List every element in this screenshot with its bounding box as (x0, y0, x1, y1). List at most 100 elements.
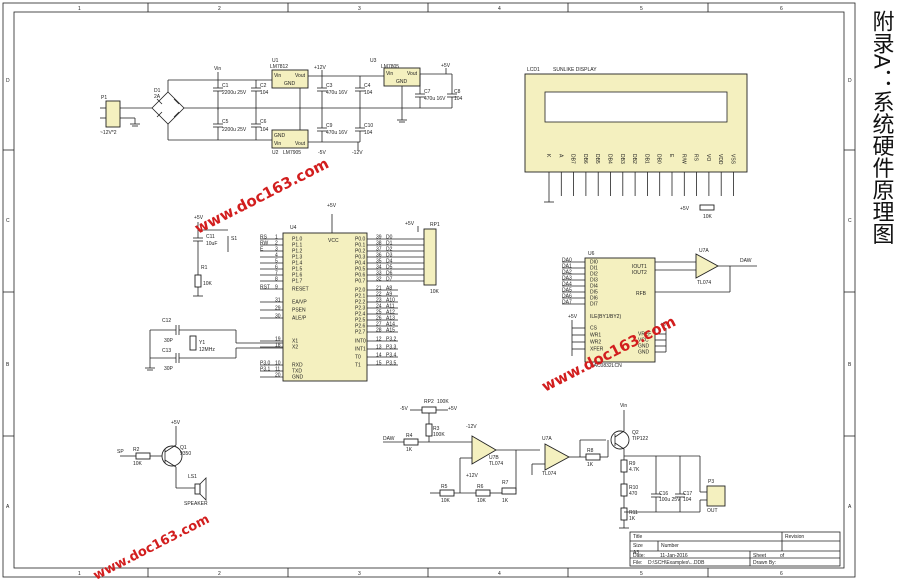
mcu-pin-name: X1 (292, 339, 298, 345)
svg-text:Revision: Revision (785, 534, 804, 540)
mcu-pin-net: D5 (386, 265, 393, 271)
lcd-pin-label: VDD (717, 154, 723, 165)
svg-text:1K: 1K (406, 447, 413, 453)
dac-pin-name: WR2 (590, 340, 601, 346)
mcu-pin-number: 4 (275, 253, 278, 259)
svg-text:Size: Size (633, 543, 643, 549)
dac-pin-net: DA3 (562, 276, 572, 282)
resistor-pack-rp1 (423, 228, 437, 286)
mcu-pin-number: 38 (376, 241, 382, 247)
mcu-pin-number: 28 (376, 328, 382, 334)
svg-text:RP1: RP1 (430, 222, 440, 228)
mcu-pin-number: 2 (275, 241, 278, 247)
lcd-pin-label: A (557, 154, 563, 158)
mcu-pin-number: 37 (376, 247, 382, 253)
mcu-pin-name: P1.1 (292, 243, 303, 249)
mcu-pin-name: X2 (292, 345, 298, 351)
mcu-pin-name: P0.4 (355, 261, 366, 267)
svg-text:30P: 30P (164, 366, 174, 372)
lcd-pin-label: DB4 (607, 154, 613, 164)
frame-col-number: 2 (218, 6, 221, 12)
mcu-pin-name: INT0 (355, 339, 366, 345)
dac-pin-name: GND (638, 344, 650, 350)
mcu-pin-net: D7 (386, 277, 393, 283)
mcu-pin-number: 11 (275, 367, 280, 373)
svg-text:1K: 1K (502, 498, 509, 504)
svg-text:of: of (780, 553, 785, 559)
svg-text:SUNLIKE DISPLAY: SUNLIKE DISPLAY (553, 67, 597, 73)
mcu-pin-number: 39 (376, 235, 382, 241)
svg-text:U7A: U7A (542, 436, 552, 442)
svg-text:U7B: U7B (489, 455, 499, 461)
mcu-pin-name: ALE/P (292, 316, 307, 322)
frame-col-number: 6 (780, 6, 783, 12)
svg-text:DAC0832LCN: DAC0832LCN (590, 363, 622, 369)
dac-u6 (584, 257, 656, 363)
mcu-pin-number: 34 (376, 265, 382, 271)
svg-text:10K: 10K (203, 281, 213, 287)
svg-text:C2: C2 (260, 83, 267, 89)
mcu-pin-number: 23 (376, 298, 382, 304)
mcu-pin-net: A13 (386, 316, 395, 322)
svg-text:U1: U1 (272, 58, 279, 64)
lcd-pin-label: RS (693, 154, 699, 162)
mcu-pin-number: 35 (376, 259, 382, 265)
mcu-pin-name: P1.2 (292, 249, 303, 255)
mcu-pin-name: RXD (292, 363, 303, 369)
resistor-r5 (439, 489, 455, 497)
mcu-pin-name: P2.2 (355, 300, 366, 306)
analog-section: -5V RP2 100K +5V R3 100K DAW R4 1K U7B T… (383, 399, 726, 529)
mcu-pin-net: A14 (386, 322, 395, 328)
svg-text:R3: R3 (433, 426, 440, 432)
svg-text:104: 104 (364, 90, 373, 96)
dac-pin-net: DA5 (562, 288, 572, 294)
svg-text:100K: 100K (433, 432, 445, 438)
mcu-pin-name: P1.0 (292, 237, 303, 243)
svg-text:470u 16V: 470u 16V (326, 90, 348, 96)
mcu-pin-name: P2.4 (355, 312, 366, 318)
frame-col-number: 6 (780, 571, 783, 577)
lcd-pin-label: DB7 (570, 154, 576, 164)
svg-text:12MHz: 12MHz (199, 347, 215, 353)
mcu-pin-number: 12 (376, 337, 382, 343)
mcu-pin-net: D4 (386, 259, 393, 265)
svg-text:+5V: +5V (568, 314, 578, 320)
svg-text:100K: 100K (437, 399, 449, 405)
connector-p1-ref: P1 (101, 95, 107, 101)
frame-col-number: 4 (498, 6, 501, 12)
svg-text:Vin: Vin (274, 141, 281, 147)
svg-text:IOUT1: IOUT1 (632, 264, 647, 270)
dac-pin-net: DA6 (562, 294, 572, 300)
dac-pin-name: VCC (638, 338, 649, 344)
mcu-pin-number: 8 (275, 277, 278, 283)
svg-text:DAW: DAW (740, 258, 752, 264)
svg-text:104: 104 (454, 96, 463, 102)
svg-text:C11: C11 (206, 234, 215, 240)
svg-text:GND: GND (284, 81, 296, 87)
lcd-pin-label: DB6 (582, 154, 588, 164)
resistor-r10 (620, 483, 628, 497)
svg-text:C9: C9 (326, 123, 333, 129)
speaker-ls1 (194, 483, 201, 495)
connector-p1 (105, 100, 121, 128)
mcu-pin-number: 10 (275, 361, 281, 367)
dac-pin-net: DA7 (562, 300, 572, 306)
svg-text:+5V: +5V (171, 420, 181, 426)
mcu-pin-number: 1 (275, 235, 278, 241)
svg-text:OUT: OUT (707, 508, 718, 514)
svg-text:U4: U4 (290, 225, 297, 231)
page-title: 附录A：系统硬件原理图 (870, 10, 895, 245)
svg-text:470: 470 (629, 491, 638, 497)
mcu-pin-net: A8 (386, 286, 392, 292)
svg-text:Vin: Vin (386, 71, 393, 77)
mcu-pin-name: INT1 (355, 347, 366, 353)
resistor-r7 (501, 487, 517, 495)
svg-text:C8: C8 (454, 89, 461, 95)
opamp-u7c (544, 443, 570, 471)
mcu-pin-number: 6 (275, 265, 278, 271)
frame-row-letter: D (6, 78, 10, 84)
svg-text:10K: 10K (430, 289, 440, 295)
mcu-pin-number: 22 (376, 292, 382, 298)
svg-text:104: 104 (683, 497, 692, 503)
